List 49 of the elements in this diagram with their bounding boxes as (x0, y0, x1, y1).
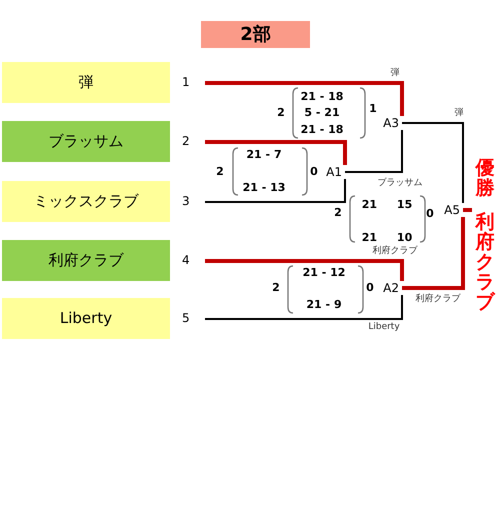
bracket-line (463, 208, 472, 212)
score-text: 2 (272, 282, 280, 294)
match-code: A3 (383, 116, 399, 130)
score-text: 2 (277, 107, 285, 119)
score-text: 21 - 18 (300, 124, 344, 136)
score-text: 0 (310, 166, 318, 178)
winner-name: 利府クラブ (416, 293, 460, 305)
bracket-line (205, 295, 403, 320)
score-text: 5 - 21 (304, 107, 340, 119)
score-text: 21 - 12 (302, 267, 346, 279)
winner-name: ブラッサム (378, 177, 422, 189)
winner-name: 利府クラブ (372, 245, 418, 257)
score-text: 0 (366, 282, 374, 294)
bracket-line (205, 259, 404, 281)
team-name-box: 弾 (2, 62, 170, 103)
score-text: 21 - 9 (306, 299, 342, 311)
winner-name: 弾 (454, 107, 464, 119)
winner-heading: 優勝 (475, 158, 495, 198)
score-text: 21 15 (362, 199, 412, 211)
team-name-box: Liberty (2, 298, 170, 339)
bracket-line (205, 179, 346, 203)
team-name-box: ミックスクラブ (2, 181, 170, 222)
score-text: 21 10 (362, 232, 412, 244)
score-text: 2 (334, 207, 342, 219)
match-code: A2 (383, 281, 399, 295)
title-banner: 2部 (201, 21, 310, 48)
score-text: 0 (426, 208, 434, 220)
team-name-box: ブラッサム (2, 121, 170, 162)
winner-name: 弾 (390, 67, 400, 79)
team-name-box: 利府クラブ (2, 240, 170, 281)
bracket-line (402, 122, 464, 203)
score-text: 21 - 13 (242, 182, 286, 194)
score-text: 1 (369, 103, 377, 115)
bracket-line (205, 81, 404, 116)
seed-number: 3 (182, 194, 190, 208)
match-code: A5 (444, 203, 460, 217)
score-text: 2 (216, 166, 224, 178)
bracket-line (402, 217, 465, 290)
winner-name: Liberty (368, 321, 400, 333)
seed-number: 1 (182, 75, 190, 89)
bracket-line (345, 130, 403, 173)
match-code: A1 (326, 165, 342, 179)
seed-number: 4 (182, 253, 190, 267)
champion-name: 利府クラブ (475, 212, 495, 312)
score-text: 21 - 7 (246, 149, 282, 161)
seed-number: 5 (182, 311, 190, 325)
score-text: 21 - 18 (300, 91, 344, 103)
bracket-line (205, 140, 347, 165)
seed-number: 2 (182, 134, 190, 148)
